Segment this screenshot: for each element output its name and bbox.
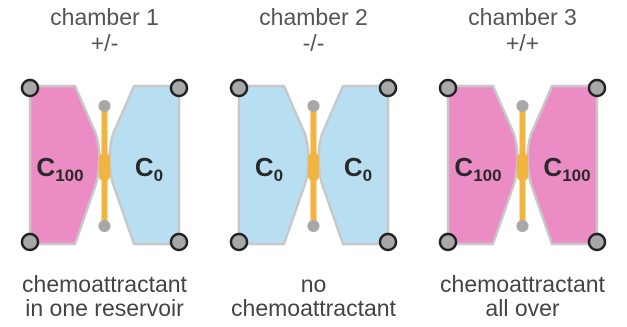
caption-line: all over [485, 295, 560, 321]
caption-line: in one reservoir [25, 295, 184, 321]
port-top-left [20, 78, 40, 98]
right-reservoir [526, 84, 599, 246]
chamber-1: chamber 1 +/- C100 C0 chemoattractant in… [0, 0, 209, 327]
port-bottom-right [169, 232, 189, 252]
chamber-condition: -/- [302, 30, 325, 56]
caption-line: no [300, 271, 327, 297]
chamber-title: chamber 1 +/- [0, 4, 209, 56]
channel-port-bottom [516, 220, 529, 232]
right-concentration-label: C0 [344, 152, 372, 185]
left-concentration-label: C100 [36, 152, 83, 185]
channel-port-top [516, 100, 529, 112]
chamber-name: chamber 2 [259, 4, 368, 30]
channel-center [308, 154, 319, 180]
port-bottom-left [20, 232, 40, 252]
port-top-right [587, 78, 607, 98]
channel-center [517, 154, 528, 180]
port-bottom-right [378, 232, 398, 252]
channel-port-bottom [307, 220, 320, 232]
chamber-2: chamber 2 -/- C0 C0 no chemoattractant [209, 0, 418, 327]
port-bottom-right [587, 232, 607, 252]
chamber-title: chamber 3 +/+ [418, 4, 627, 56]
chamber-name: chamber 3 [468, 4, 577, 30]
right-concentration-label: C0 [135, 152, 163, 185]
caption-line: chemoattractant [231, 295, 396, 321]
chamber-title: chamber 2 -/- [209, 4, 418, 56]
port-bottom-left [438, 232, 458, 252]
right-concentration-label: C100 [543, 152, 590, 185]
chamber-condition: +/- [90, 30, 119, 56]
port-top-left [229, 78, 249, 98]
caption-line: chemoattractant [440, 271, 605, 297]
caption-line: chemoattractant [22, 271, 187, 297]
port-top-right [378, 78, 398, 98]
chamber-condition: +/+ [505, 30, 540, 56]
channel-port-top [307, 100, 320, 112]
chamber-diagram: C0 C0 [229, 78, 398, 252]
chamber-3: chamber 3 +/+ C100 C100 chemoattractant … [418, 0, 627, 327]
port-bottom-left [229, 232, 249, 252]
chamber-name: chamber 1 [50, 4, 159, 30]
chamber-diagram: C100 C0 [20, 78, 189, 252]
left-concentration-label: C0 [255, 152, 283, 185]
left-reservoir [237, 84, 310, 246]
chamber-caption: no chemoattractant [209, 272, 418, 320]
port-top-right [169, 78, 189, 98]
channel-port-bottom [98, 220, 111, 232]
channel-center [99, 154, 110, 180]
channel-port-top [98, 100, 111, 112]
left-concentration-label: C100 [454, 152, 501, 185]
chamber-caption: chemoattractant in one reservoir [0, 272, 209, 320]
port-top-left [438, 78, 458, 98]
chamber-caption: chemoattractant all over [418, 272, 627, 320]
chamber-diagram: C100 C100 [438, 78, 607, 252]
